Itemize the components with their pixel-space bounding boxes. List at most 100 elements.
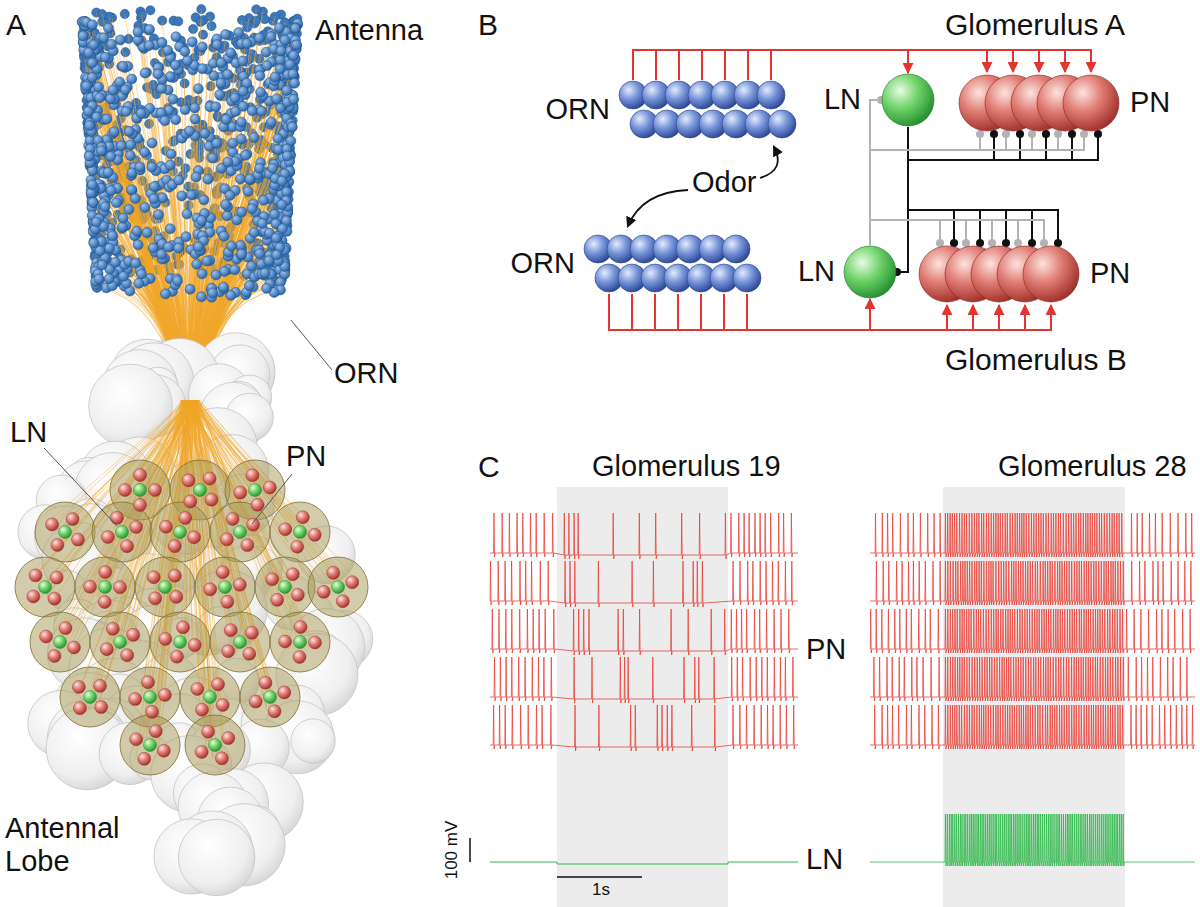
orn-soma [185, 284, 195, 294]
pn-ball [48, 592, 61, 605]
pn-ball [241, 539, 254, 552]
pn-ball [113, 581, 126, 594]
ln-ball [144, 691, 157, 704]
pn-ball [48, 649, 61, 662]
ln-ball [234, 526, 247, 539]
ln-ball [54, 636, 67, 649]
pn-ball [216, 566, 229, 579]
pn-ball [205, 493, 218, 506]
pn-ball [46, 518, 59, 531]
antenna-lobe-illustration [15, 5, 373, 896]
orn-soma [282, 85, 291, 94]
pn-ball [149, 725, 162, 738]
glomerulus [15, 557, 75, 617]
orn-soma [289, 51, 298, 60]
pn-ball [327, 566, 340, 579]
orn-soma [140, 147, 150, 157]
pn-ball [184, 495, 197, 508]
pn-ball [50, 571, 63, 584]
pn-ball [157, 744, 170, 757]
pn-ball [168, 569, 181, 582]
orn-soma [207, 22, 216, 31]
orn-soma [156, 108, 165, 117]
pn-ball [336, 595, 349, 608]
pn-ball [159, 632, 172, 645]
pn-ball [296, 511, 309, 524]
pn-ball [159, 520, 172, 533]
pn-ball [308, 528, 321, 541]
pn-ball [51, 538, 64, 551]
pn-ball [204, 583, 217, 596]
pn-ball [251, 498, 264, 511]
orn-soma [291, 40, 301, 50]
pn-ball [278, 686, 291, 699]
orn-soma [186, 190, 196, 200]
pn-ball [98, 595, 111, 608]
pn-ball [247, 518, 260, 531]
glomerulus [185, 715, 245, 775]
ln-ball [332, 581, 345, 594]
pn-ball [220, 533, 233, 546]
glomerulus [240, 667, 300, 727]
ln-ball [174, 526, 187, 539]
pn-ball [67, 641, 80, 654]
pn-ball [158, 688, 171, 701]
pn-ball [141, 676, 154, 689]
pn-ball [29, 569, 42, 582]
glomerulus [90, 612, 150, 672]
orn-soma [215, 90, 225, 100]
pn-ball [94, 679, 107, 692]
ln-ball [234, 636, 247, 649]
pn-ball [191, 682, 204, 695]
glomerulus [270, 502, 330, 562]
ln-ball [144, 739, 157, 752]
orn-fiber [191, 400, 277, 709]
pn-ball [215, 752, 228, 765]
orn-soma [197, 216, 206, 225]
ln-ball [159, 581, 172, 594]
glomerulus [120, 667, 180, 727]
pn-ball [221, 595, 234, 608]
ln-ball [249, 484, 262, 497]
pn-ball [182, 474, 195, 487]
glomerulus [270, 612, 330, 672]
pn-ball [110, 511, 123, 524]
pn-ball [119, 484, 132, 497]
pn-ball [149, 592, 162, 605]
pn-ball [226, 512, 239, 525]
pn-ball [224, 624, 237, 637]
pn-ball [106, 622, 119, 635]
pn-ball [195, 745, 208, 758]
ln-ball [99, 581, 112, 594]
orn-soma [237, 15, 246, 24]
pn-ball [168, 540, 181, 553]
glomerulus [35, 502, 95, 562]
orn-soma [273, 134, 283, 144]
glomerulus [255, 557, 315, 617]
pn-ball [177, 621, 190, 634]
glomerulus [210, 502, 270, 562]
orn-soma [87, 59, 96, 68]
orn-soma [235, 174, 245, 184]
ln-ball [209, 739, 222, 752]
pn-ball [179, 511, 192, 524]
pn-ball [147, 571, 160, 584]
pn-ball [216, 699, 229, 712]
ln-ball [294, 636, 307, 649]
ln-ball [204, 691, 217, 704]
orn-soma [146, 6, 155, 15]
pn-ball [233, 578, 246, 591]
pn-ball [84, 580, 97, 593]
pn-ball [245, 626, 258, 639]
pn-ball [279, 523, 292, 536]
glomerulus [195, 557, 255, 617]
pn-ball [72, 680, 85, 693]
pn-ball [203, 472, 216, 485]
orn-soma [208, 153, 218, 163]
antenna-dots [77, 16, 302, 302]
pn-ball [146, 705, 159, 718]
pn-ball [127, 628, 140, 641]
glomerulus [308, 557, 368, 617]
pn-ball [286, 568, 299, 581]
